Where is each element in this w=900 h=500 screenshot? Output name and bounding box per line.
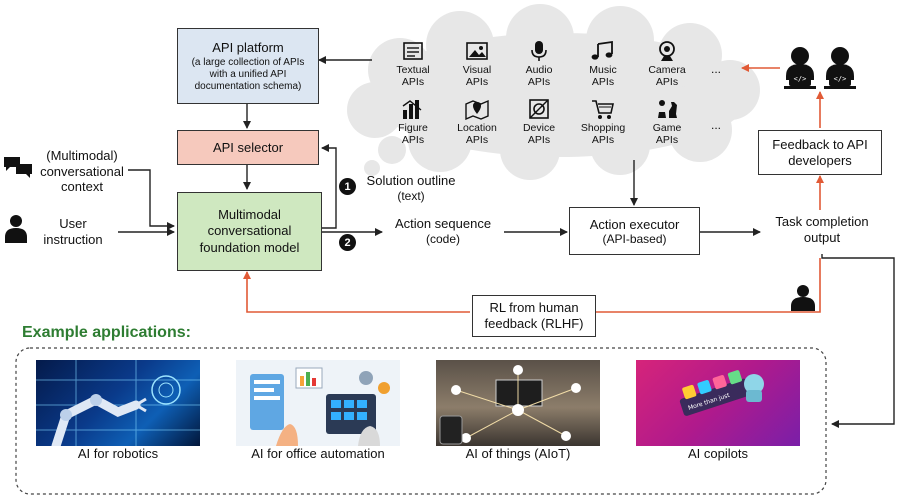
office-automation-image	[236, 360, 400, 446]
api-item-label: Textual	[396, 64, 430, 76]
solution-outline-label: Solution outline (text)	[356, 173, 466, 203]
foundation-model-box: Multimodal conversational foundation mod…	[177, 192, 322, 271]
api-item-label: Location	[457, 122, 497, 134]
api-item-label: Figure	[398, 122, 428, 134]
api-item-label: Audio	[525, 64, 553, 76]
smart-home-icon	[439, 365, 581, 445]
microphone-icon	[531, 41, 547, 61]
cart-icon	[592, 100, 614, 119]
conversational-context: (Multimodal) conversational context	[40, 148, 124, 195]
caption-copilots: AI copilots	[688, 446, 748, 461]
api-selector-label: API selector	[212, 140, 284, 155]
api-item-label: Visual	[462, 64, 492, 76]
caption-office-automation: AI for office automation	[251, 446, 385, 461]
api-item-label-suffix: APIs	[655, 134, 679, 147]
feedback-developers-label: Feedback to API developers	[772, 136, 868, 168]
user-icon	[5, 215, 27, 243]
aiot-image	[436, 360, 600, 446]
rlhf-label: RL from human feedback (RLHF)	[484, 300, 584, 331]
step-1-badge: 1	[339, 178, 356, 195]
foundation-model-label: Multimodal conversational foundation mod…	[199, 207, 300, 255]
copilots-image: More than just	[636, 360, 800, 446]
action-executor-title: Action executor	[589, 216, 680, 232]
api-item-label-suffix: APIs	[527, 134, 551, 147]
api-item-label-suffix: APIs	[655, 76, 679, 89]
caption-robotics: AI for robotics	[77, 446, 159, 461]
cloud-ellipsis-top: ...	[710, 62, 721, 76]
action-sequence-label: Action sequence (code)	[382, 216, 504, 246]
map-pin-icon	[465, 99, 489, 120]
camera-icon	[659, 41, 675, 61]
api-item-label-suffix: APIs	[401, 134, 425, 147]
api-item-label-suffix: APIs	[465, 134, 489, 147]
visual-icon	[466, 42, 488, 60]
api-platform-box: API platform (a large collection of APIs…	[177, 28, 319, 104]
svg-text:</>: </>	[834, 75, 847, 83]
examples-title: Example applications:	[22, 324, 191, 341]
step-2-badge: 2	[339, 234, 356, 251]
api-item-label: Shopping	[580, 122, 626, 134]
action-executor-box: Action executor (API-based)	[569, 207, 700, 255]
task-completion-output: Task completion output	[775, 214, 869, 245]
api-item-label-suffix: APIs	[465, 76, 489, 89]
api-item-label: Music	[589, 64, 617, 76]
office-apps-icon	[250, 367, 390, 446]
action-executor-sub: (API-based)	[602, 231, 667, 246]
copilot-icon: More than just	[679, 370, 764, 416]
api-cloud	[347, 4, 760, 180]
api-item-label-suffix: APIs	[401, 76, 425, 89]
music-icon	[591, 40, 613, 60]
cloud-ellipsis-bottom: ...	[710, 118, 721, 132]
feedback-developers-box: Feedback to API developers	[758, 130, 882, 175]
robot-arm-icon	[36, 360, 200, 446]
human-rater-icon	[791, 285, 815, 311]
api-platform-title: API platform	[212, 39, 284, 55]
api-item-label-suffix: APIs	[591, 134, 615, 147]
textual-icon	[403, 42, 423, 60]
chess-icon	[658, 100, 677, 118]
caption-aiot: AI of things (AIoT)	[465, 446, 571, 461]
solution-outline-sub: (text)	[397, 188, 425, 203]
chart-icon	[402, 100, 422, 119]
api-selector-box: API selector	[177, 130, 319, 165]
action-sequence-sub: (code)	[425, 231, 460, 246]
applications-container	[15, 347, 827, 495]
developers-icon: </> </>	[784, 47, 856, 89]
robotics-image	[36, 360, 200, 446]
api-item-label-suffix: APIs	[591, 76, 615, 89]
solution-outline-text: Solution outline	[366, 173, 456, 188]
user-instruction: User instruction	[43, 216, 103, 247]
device-icon	[529, 99, 549, 119]
api-item-label: Camera	[648, 64, 686, 76]
api-item-label: Game	[652, 122, 682, 134]
api-item-label: Device	[522, 122, 556, 134]
svg-text:</>: </>	[794, 75, 807, 83]
action-sequence-text: Action sequence	[394, 216, 492, 231]
rlhf-box: RL from human feedback (RLHF)	[472, 295, 596, 337]
api-item-label-suffix: APIs	[527, 76, 551, 89]
api-platform-description: (a large collection of APIs with a unifi…	[191, 56, 305, 92]
chat-bubbles-icon	[4, 157, 32, 178]
